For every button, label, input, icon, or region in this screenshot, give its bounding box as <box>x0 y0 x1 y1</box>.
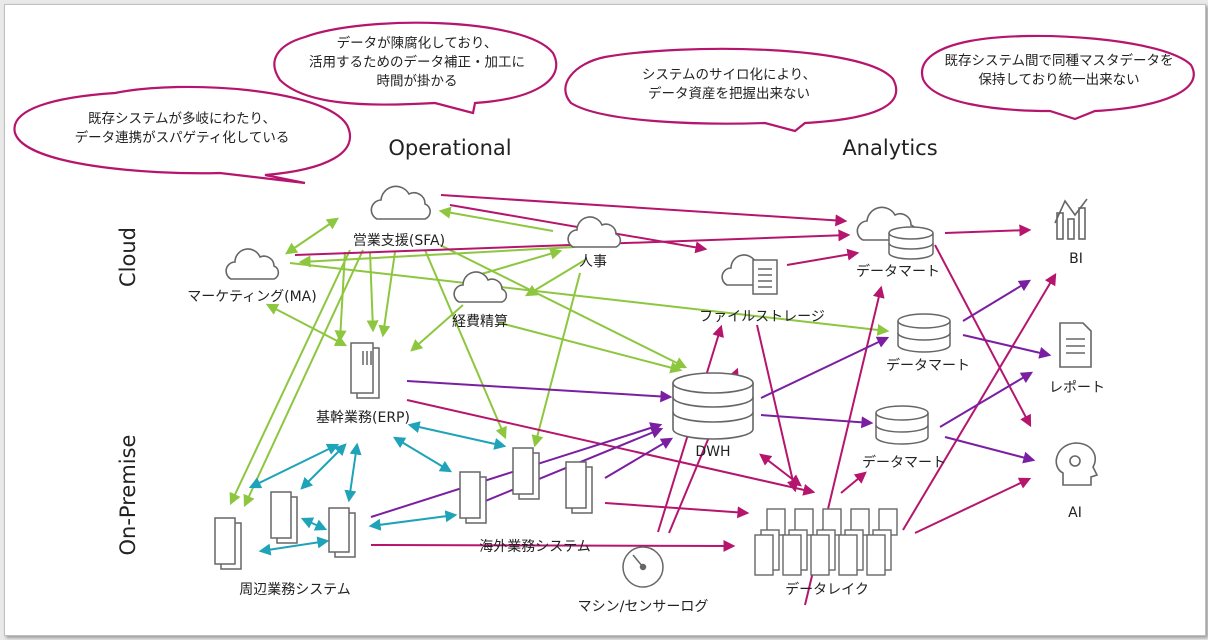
speech-bubble-2 <box>273 21 558 115</box>
cloud-icon <box>225 248 280 280</box>
overseas-label: 海外業務システム <box>479 539 591 555</box>
bubble-text-4: 既存システム間で同種マスタデータを 保持しており統一出来ない <box>944 52 1173 90</box>
report-label: レポート <box>1049 380 1105 396</box>
operational-header: Operational <box>388 136 512 160</box>
server-icon <box>328 507 356 558</box>
speech-bubble-3 <box>564 47 898 133</box>
bubble-text-3: システムのサイロ化により、 データ資産を把握出来ない <box>642 66 816 104</box>
database-icon <box>875 405 929 445</box>
ai-head-icon <box>1055 442 1099 486</box>
dwh-label: DWH <box>695 444 731 460</box>
database-icon <box>672 372 754 440</box>
ai-label: AI <box>1068 505 1082 521</box>
server-icon <box>214 517 242 570</box>
document-icon <box>1059 322 1092 368</box>
server-icon <box>350 342 380 399</box>
bubble-text-1: 既存システムが多岐にわたり、 データ連携がスパゲティ化している <box>75 110 290 148</box>
cloud-icon <box>453 271 508 303</box>
expense-label: 経費精算 <box>452 314 508 330</box>
mart2-label: データマート <box>886 358 970 374</box>
bubble-line: 時間が掛かる <box>376 73 458 90</box>
gauge-icon <box>622 546 664 588</box>
bi-label: BI <box>1069 251 1083 267</box>
cloud-icon <box>370 185 431 220</box>
green-arrows <box>229 206 890 508</box>
speech-bubbles <box>13 21 1195 185</box>
diagram-canvas <box>13 21 1195 606</box>
mart1-label: データマート <box>856 264 940 280</box>
speech-bubble-4 <box>920 34 1195 121</box>
on-premise-header: On-Premise <box>116 434 140 556</box>
bubble-line: データ資産を把握出来ない <box>647 86 810 102</box>
database-icon <box>897 313 951 353</box>
mart3-label: データマート <box>862 455 946 471</box>
server-cluster-icon <box>754 508 898 576</box>
bubble-text-2: データが陳腐化しており、 活用するためのデータ補正・加工に 時間が掛かる <box>309 35 525 92</box>
analytics-header: Analytics <box>842 136 938 160</box>
ma-label: マーケティング(MA) <box>187 289 317 305</box>
server-icon <box>565 461 593 514</box>
chart-icon <box>1054 198 1088 240</box>
bubble-line: 既存システムが多岐にわたり、 <box>87 111 277 127</box>
server-icon <box>270 491 298 544</box>
bubble-line: データ連携がスパゲティ化している <box>74 130 290 146</box>
bubble-line: 活用するためのデータ補正・加工に <box>309 54 525 71</box>
hr-label: 人事 <box>579 254 607 270</box>
bubble-line: 既存システム間で同種マスタデータを <box>944 53 1174 69</box>
bubble-line: 保持しており統一出来ない <box>978 72 1140 88</box>
teal-arrows <box>248 421 507 556</box>
database-icon <box>888 226 934 260</box>
speech-bubble-1 <box>13 85 352 185</box>
erp-label: 基幹業務(ERP) <box>316 410 410 426</box>
peripheral-label: 周辺業務システム <box>239 582 351 598</box>
bubble-line: システムのサイロ化により、 <box>641 67 817 83</box>
datalake-label: データレイク <box>785 582 869 598</box>
cloud-header: Cloud <box>116 227 140 287</box>
file-storage-label: ファイルストレージ <box>699 309 825 325</box>
document-icon <box>752 259 778 295</box>
machine-label: マシン/センサーログ <box>577 599 709 615</box>
server-icon <box>459 471 487 524</box>
server-icon <box>512 447 540 500</box>
sfa-label: 営業支援(SFA) <box>352 233 446 249</box>
diagram-frame: 既存システムが多岐にわたり、 データ連携がスパゲティ化している データが陳腐化し… <box>4 4 1206 636</box>
cloud-icon <box>567 216 622 248</box>
bubble-line: データが陳腐化しており、 <box>336 35 498 52</box>
